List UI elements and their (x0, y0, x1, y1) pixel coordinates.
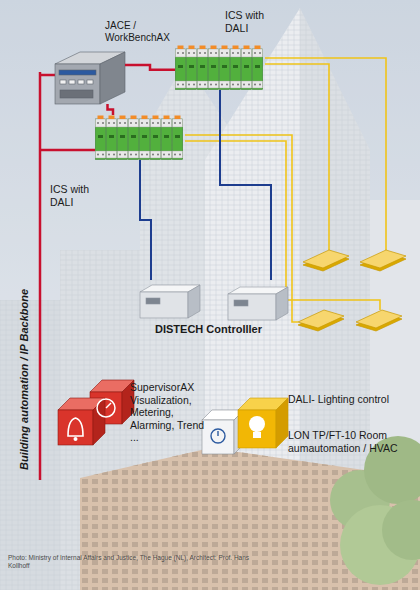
jace-controller: JACE / WorkBenchAX (55, 52, 125, 104)
distech-devices (140, 285, 288, 320)
text-holder: LON TP/FT-10 Room aumautomation / HVAC (288, 429, 406, 454)
text-holder: ICS with DALI (225, 9, 279, 34)
distech-controller: DISTECH Controlller (135, 280, 295, 320)
network-connector (140, 160, 151, 280)
node-label: DALI- Lighting control (288, 393, 406, 406)
ics-modules-left (95, 116, 182, 160)
text-holder: JACE / WorkBenchAX (105, 20, 179, 44)
node-label: ICS with DALI (225, 9, 279, 34)
jace-device (55, 52, 125, 104)
node-label: DISTECH Controlller (155, 323, 305, 336)
ics-module-rack: ICS with DALI (95, 115, 185, 160)
backbone-label: Building automation / IP Backbone (18, 230, 31, 470)
text-holder: DALI- Lighting control (288, 393, 406, 406)
text-holder: SupervisorAX Visualization, Metering, Al… (130, 381, 206, 444)
supervisor-icon-art (58, 380, 134, 445)
text-holder: DISTECH Controlller (155, 323, 305, 336)
node-label: JACE / WorkBenchAX (105, 20, 179, 44)
node-label: LON TP/FT-10 Room aumautomation / HVAC (288, 429, 406, 454)
network-connector (108, 104, 114, 115)
text-holder: ICS with DALI (50, 183, 104, 208)
network-connector (125, 65, 175, 70)
ics-module-rack: ICS with DALI (175, 45, 265, 90)
supervisor-icon: SupervisorAX Visualization, Metering, Al… (55, 375, 205, 457)
light-fixtures (298, 250, 406, 331)
photo-credit: Photo: Ministry of Internal Affairs and … (8, 554, 268, 570)
node-label: SupervisorAX Visualization, Metering, Al… (130, 381, 206, 444)
label-holder: Building automation / IP Backbone (18, 230, 31, 470)
room-automation-icon-art (202, 398, 288, 454)
label-holder: Photo: Ministry of Internal Affairs and … (8, 554, 268, 570)
dali-wiring (185, 58, 386, 322)
network-connector (220, 90, 271, 280)
node-label: ICS with DALI (50, 183, 104, 208)
ics-modules-top (175, 46, 262, 90)
room-automation-icon: DALI- Lighting controlLON TP/FT-10 Room … (200, 385, 410, 475)
ip-backbone-line (40, 72, 95, 480)
